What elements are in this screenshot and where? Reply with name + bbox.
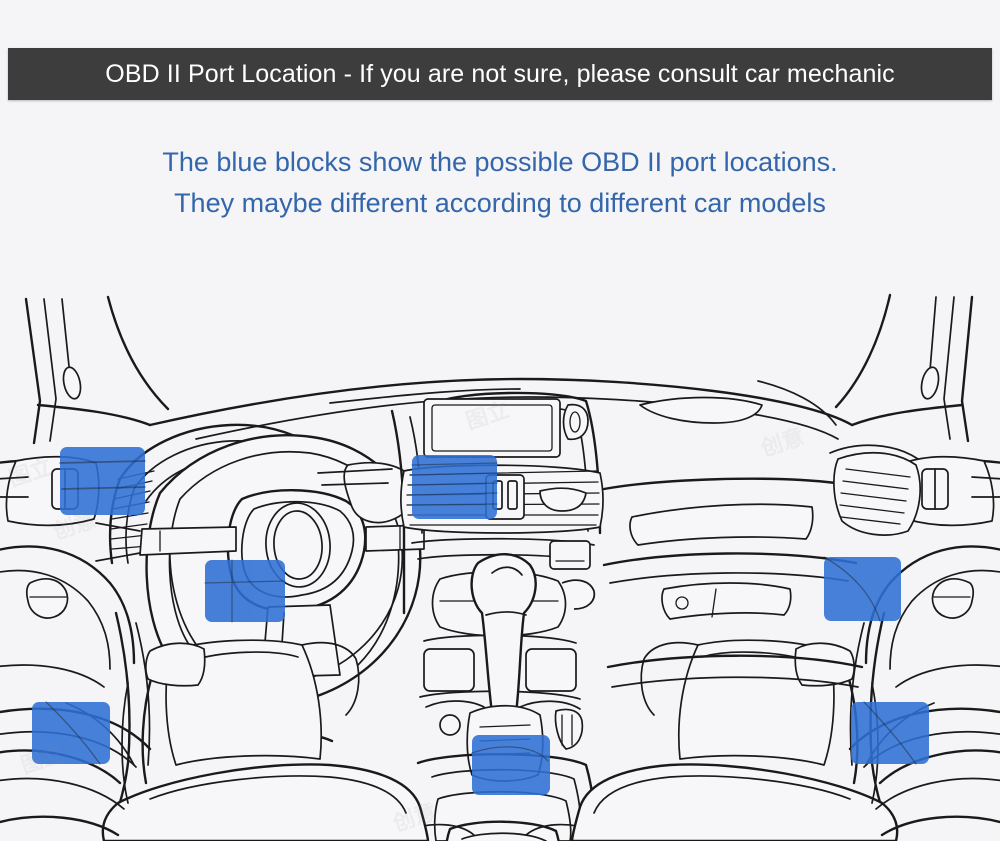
front-seats (101, 639, 899, 841)
highlight-overlay-strokes (45, 460, 917, 765)
highlight-passenger-side-under-dash (824, 557, 901, 621)
windshield-and-pillars (24, 293, 974, 445)
header-title: OBD II Port Location - If you are not su… (105, 59, 895, 88)
header-banner: OBD II Port Location - If you are not su… (8, 48, 992, 100)
caption-text: The blue blocks show the possible OBD II… (0, 142, 1000, 224)
highlight-under-dash-left-of-steering-column (60, 447, 145, 515)
caption-line-1: The blue blocks show the possible OBD II… (162, 147, 838, 177)
highlight-behind-steering-wheel-lower (205, 560, 285, 622)
passenger-air-vent (829, 444, 921, 536)
highlight-passenger-footwell-floor (851, 702, 929, 764)
obd-port-highlight-blocks (32, 447, 929, 795)
highlight-driver-footwell-floor (32, 702, 110, 764)
highlight-center-dash-left-of-vents (412, 455, 497, 519)
car-interior-svg: .ln { fill:none; stroke:#1a1a1a; stroke-… (0, 283, 1000, 841)
passenger-dash-and-glovebox (602, 380, 921, 688)
center-tunnel (403, 753, 597, 841)
dashboard-top (148, 377, 854, 440)
caption-line-2: They maybe different according to differ… (174, 188, 826, 218)
highlight-center-console-rear (472, 735, 550, 795)
car-interior-illustration: .ln { fill:none; stroke:#1a1a1a; stroke-… (0, 283, 1000, 841)
